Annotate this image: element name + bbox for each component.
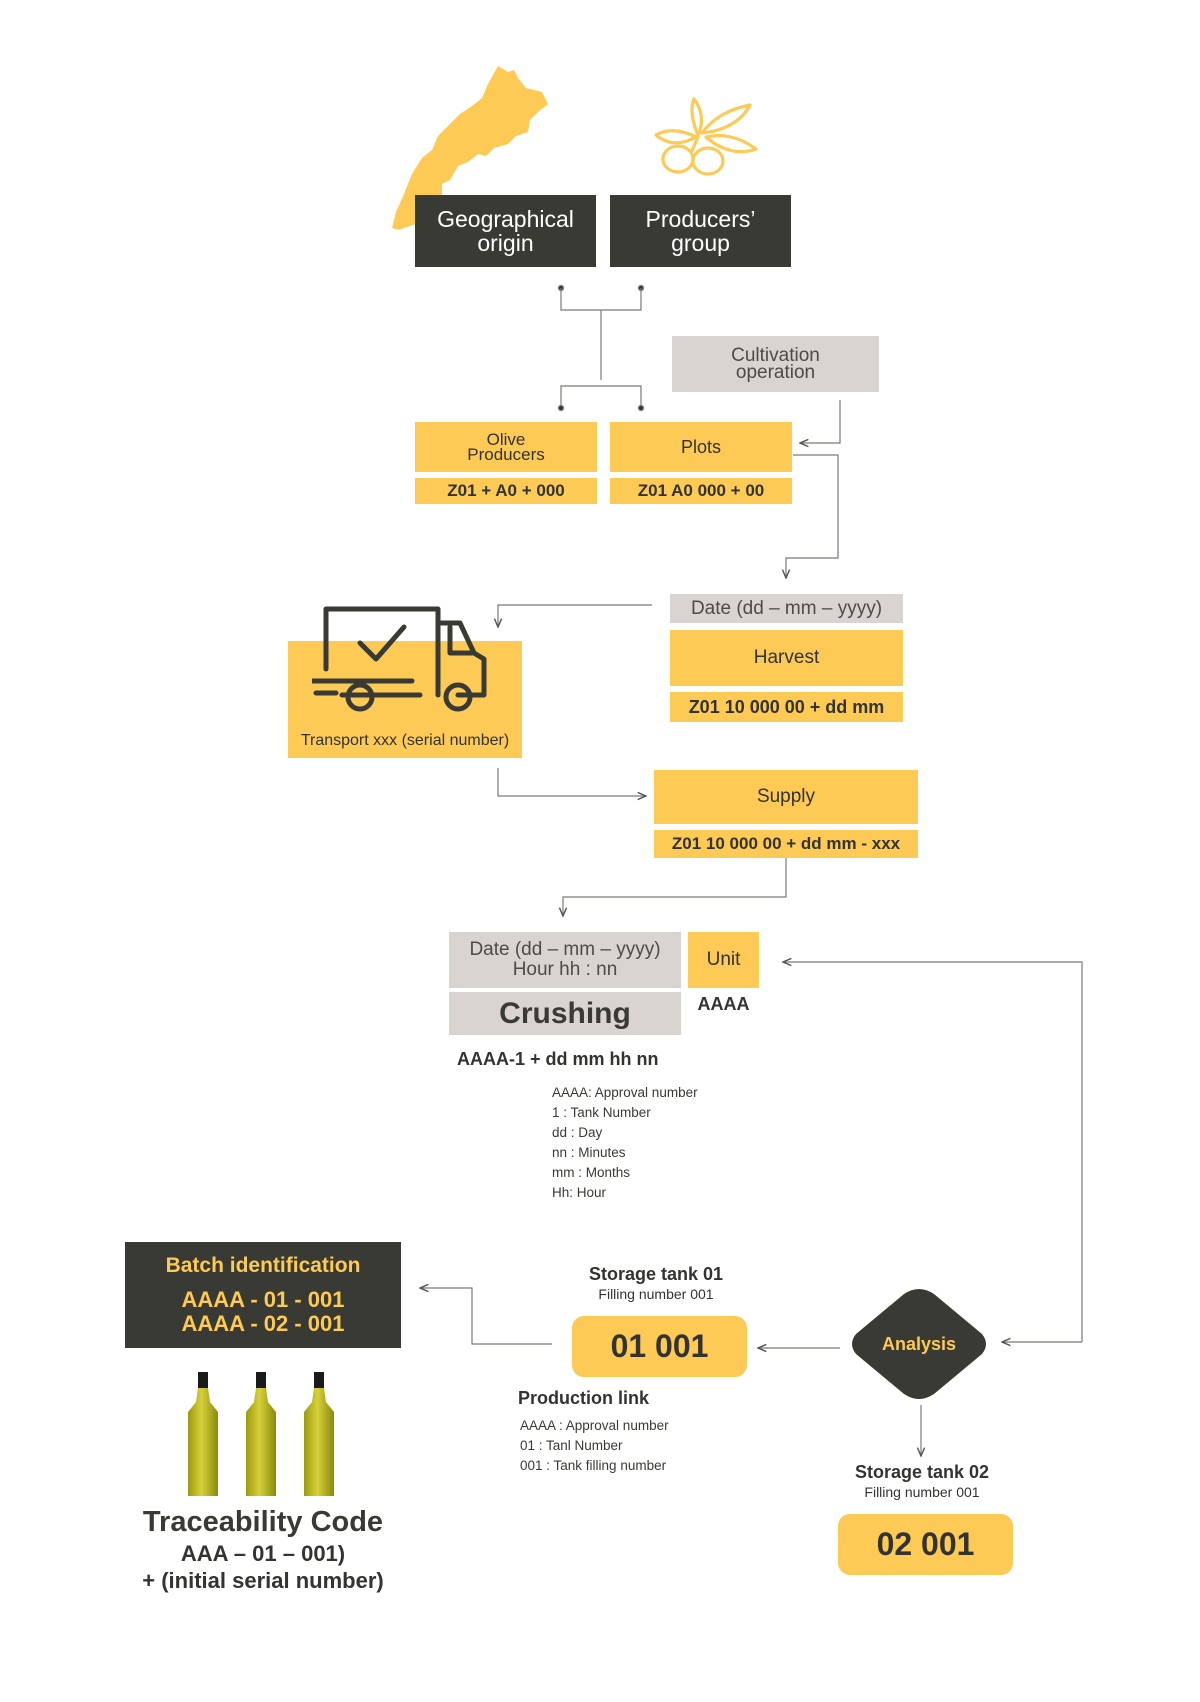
- analysis-diamond: [852, 1289, 986, 1399]
- cultivation-operation-box: Cultivation operation: [672, 336, 879, 392]
- olive-oil-bottle-icon: [188, 1372, 334, 1496]
- geographical-origin-box: Geographical origin: [415, 195, 596, 267]
- plots-box: Plots: [610, 422, 792, 472]
- storage-tank-01-code: 01 001: [572, 1316, 747, 1377]
- batch-codes: AAAA - 01 - 001 AAAA - 02 - 001: [181, 1287, 345, 1336]
- traceability-code: AAA – 01 – 001) + (initial serial number…: [142, 1541, 384, 1593]
- harvest-box: Harvest: [670, 630, 903, 686]
- storage-tank-02-sub: Filling number 001: [864, 1484, 980, 1500]
- unit-code: AAAA: [697, 993, 750, 1014]
- supply-box: Supply: [654, 770, 918, 824]
- supply-code: Z01 10 000 00 + dd mm - xxx: [654, 830, 918, 858]
- unit-box: Unit: [688, 932, 759, 988]
- delivery-truck-icon: [312, 606, 487, 712]
- production-link-title: Production link: [518, 1388, 650, 1408]
- storage-tank-02-title: Storage tank 02: [854, 1461, 990, 1482]
- storage-tank-01-sub: Filling number 001: [598, 1286, 714, 1302]
- olive-producers-code: Z01 + A0 + 000: [415, 478, 597, 504]
- crushing-date-box: Date (dd – mm – yyyy) Hour hh : nn: [449, 932, 681, 988]
- crushing-code: AAAA-1 + dd mm hh nn: [457, 1049, 659, 1069]
- storage-tank-01-title: Storage tank 01: [588, 1263, 724, 1284]
- plots-code: Z01 A0 000 + 00: [610, 478, 792, 504]
- olive-producers-box: Olive Producers: [415, 422, 597, 472]
- crushing-legend: AAAA: Approval number 1 : Tank Number dd…: [552, 1085, 698, 1200]
- transport-label: Transport xxx (serial number): [300, 732, 510, 749]
- production-link-legend: AAAA : Approval number 01 : Tanl Number …: [520, 1418, 669, 1473]
- traceability-title: Traceability Code: [142, 1505, 384, 1538]
- crushing-box: Crushing: [449, 992, 681, 1035]
- harvest-code: Z01 10 000 00 + dd mm: [670, 692, 903, 722]
- producers-group-box: Producers’ group: [610, 195, 791, 267]
- morocco-map-icon: [392, 66, 548, 230]
- storage-tank-02-code: 02 001: [838, 1514, 1013, 1575]
- harvest-date-box: Date (dd – mm – yyyy): [670, 594, 903, 623]
- olive-branch-icon: [654, 97, 758, 176]
- analysis-label: Analysis: [881, 1333, 957, 1354]
- batch-identification-box: Batch identification AAAA - 01 - 001 AAA…: [125, 1242, 401, 1348]
- batch-title: Batch identification: [165, 1254, 361, 1277]
